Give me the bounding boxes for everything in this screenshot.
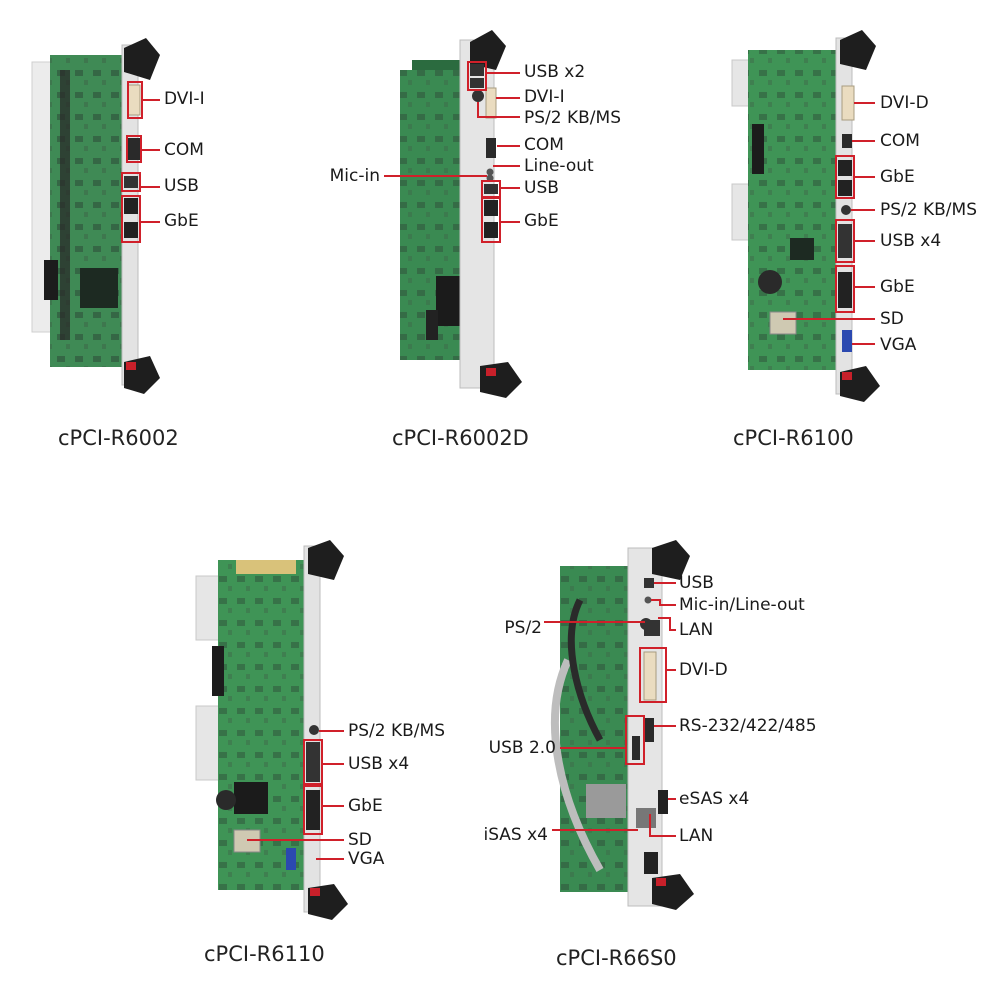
board-r6002d (384, 30, 522, 398)
callout-r6100-dvi-d: DVI-D (880, 93, 929, 113)
model-name-r6002d: cPCI-R6002D (392, 426, 529, 450)
callout-r6002-usb: USB (164, 176, 199, 196)
callout-r6002d-ps2: PS/2 KB/MS (524, 108, 621, 128)
model-name-r6002: cPCI-R6002 (58, 426, 179, 450)
callout-r6002d-dvi-i: DVI-I (524, 87, 565, 107)
callout-r66s0-rs232: RS-232/422/485 (679, 716, 817, 736)
callout-r6002-com: COM (164, 140, 204, 160)
board-r66s0 (544, 540, 694, 910)
callout-r6100-ps2: PS/2 KB/MS (880, 200, 977, 220)
callout-r6110-vga: VGA (348, 849, 385, 869)
callout-r6110-usb-x4: USB x4 (348, 754, 410, 774)
callout-r66s0-usb: USB (679, 573, 714, 593)
callout-r6100-gbe-1: GbE (880, 167, 915, 187)
model-name-r6100: cPCI-R6100 (733, 426, 854, 450)
callout-r6100-usb-x4: USB x4 (880, 231, 942, 251)
callout-r6110-gbe: GbE (348, 796, 383, 816)
callout-r6110-sd: SD (348, 830, 372, 850)
callout-r66s0-esas: eSAS x4 (679, 789, 750, 809)
callout-r6100-vga: VGA (880, 335, 917, 355)
callout-r6002d-com: COM (524, 135, 564, 155)
callout-r6002d-usb: USB (524, 178, 559, 198)
callout-r66s0-dvi-d: DVI-D (679, 660, 728, 680)
callout-r66s0-ps2: PS/2 (504, 618, 542, 638)
model-name-r6110: cPCI-R6110 (204, 942, 325, 966)
callout-r6100-com: COM (880, 131, 920, 151)
callout-r66s0-mic-line: Mic-in/Line-out (679, 595, 805, 615)
callout-r66s0-lan-2: LAN (679, 826, 714, 846)
board-r6110 (195, 540, 348, 920)
callout-r6110-ps2: PS/2 KB/MS (348, 721, 445, 741)
callout-r6100-gbe-2: GbE (880, 277, 915, 297)
board-r6100 (731, 30, 880, 402)
callout-r66s0-lan-1: LAN (679, 620, 714, 640)
callout-r66s0-usb-2: USB 2.0 (488, 738, 556, 758)
callout-r6100-sd: SD (880, 309, 904, 329)
callout-r6002d-gbe: GbE (524, 211, 559, 231)
callout-r6002d-line-out: Line-out (524, 156, 594, 176)
board-r6002 (31, 38, 160, 394)
callout-r6002d-usb-x2: USB x2 (524, 62, 586, 82)
model-name-r66s0: cPCI-R66S0 (556, 946, 677, 970)
callout-r6002-gbe: GbE (164, 211, 199, 231)
callout-r66s0-isas: iSAS x4 (483, 825, 548, 845)
callout-r6002-dvi-i: DVI-I (164, 89, 205, 109)
callout-r6002d-mic-in: Mic-in (329, 166, 380, 186)
